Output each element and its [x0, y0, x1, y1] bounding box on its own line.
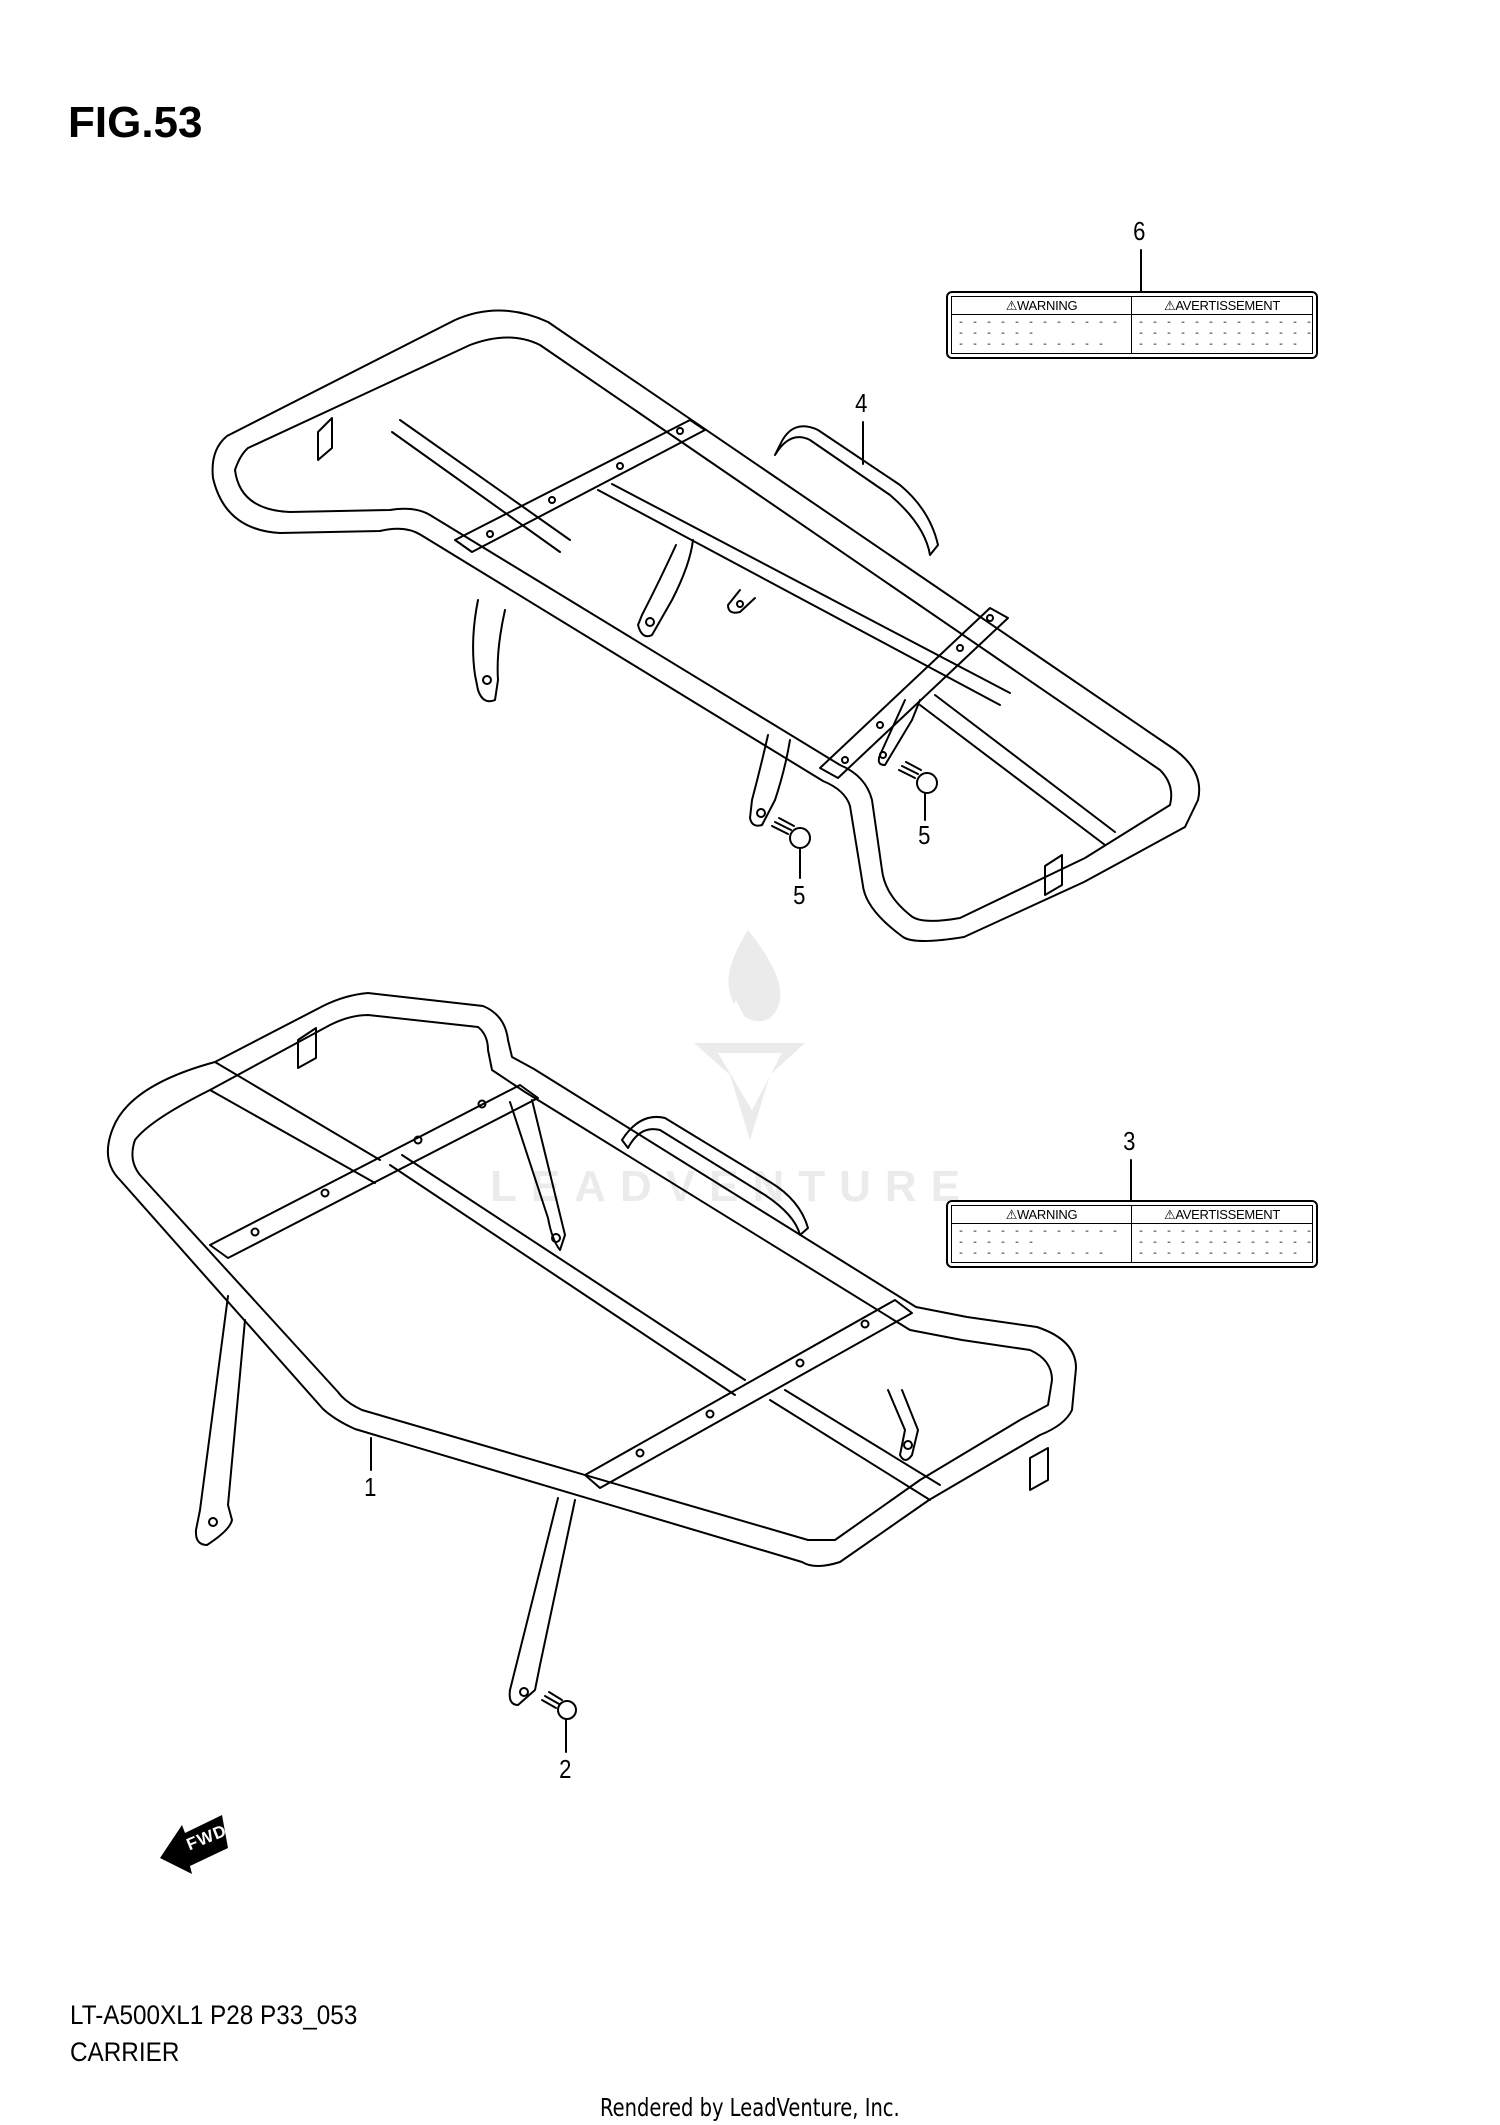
callout-4: 4 — [855, 388, 868, 418]
rear-carrier — [211, 309, 1201, 942]
bolt-2-icon — [541, 1691, 577, 1720]
label-3-warning-heading: ⚠WARNING — [952, 1206, 1132, 1224]
label-6-warning-heading: ⚠WARNING — [952, 297, 1132, 315]
figure-title: FIG.53 — [68, 98, 203, 147]
fwd-arrow-icon — [160, 1815, 228, 1874]
front-carrier — [106, 992, 1077, 1706]
label-6-warning-body: - - - - - - - - - - - - - - - - - - - - … — [952, 315, 1132, 353]
section-name: CARRIER — [70, 2037, 180, 2067]
callout-5a: 5 — [793, 880, 806, 910]
warning-label-3: ⚠WARNING ⚠AVERTISSEMENT - - - - - - - - … — [946, 1200, 1318, 1268]
bolt-5b-icon — [898, 761, 938, 794]
label-3-warning-body: - - - - - - - - - - - - - - - - - - - - … — [952, 1224, 1132, 1262]
label-3-avertissement-body: - - - - - - - - - - - - - - - - - - - - … — [1138, 1227, 1312, 1260]
callout-1: 1 — [364, 1472, 377, 1502]
callout-5b: 5 — [918, 820, 931, 850]
bolt-5a-icon — [771, 817, 811, 849]
warning-label-6: ⚠WARNING ⚠AVERTISSEMENT - - - - - - - - … — [946, 291, 1318, 359]
label-3-avertissement-heading: ⚠AVERTISSEMENT — [1132, 1206, 1312, 1224]
label-6-avertissement-heading: ⚠AVERTISSEMENT — [1132, 297, 1312, 315]
rendered-by-credit: Rendered by LeadVenture, Inc. — [600, 2093, 900, 2122]
callout-2: 2 — [559, 1754, 572, 1784]
callout-6: 6 — [1133, 216, 1146, 246]
model-code: LT-A500XL1 P28 P33_053 — [70, 2000, 358, 2030]
label-6-avertissement-body: - - - - - - - - - - - - - - - - - - - - … — [1138, 318, 1312, 351]
callout-3: 3 — [1123, 1126, 1136, 1156]
